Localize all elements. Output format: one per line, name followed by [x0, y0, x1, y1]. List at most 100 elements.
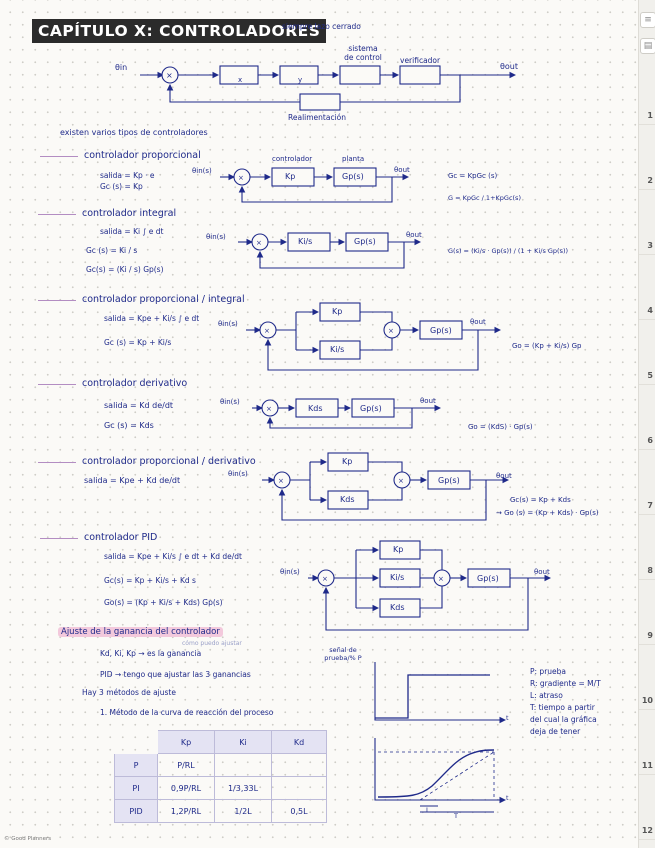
table-header-cell: Ki	[214, 730, 272, 754]
pi-block-kp: Kp	[332, 307, 343, 316]
prop-block-kp: Kp	[285, 172, 296, 181]
table-cell: 1/2L	[214, 799, 272, 823]
pd-result-1: Gc(s) = Kp + Kds	[510, 496, 571, 504]
heading-integral: controlador integral	[37, 208, 177, 219]
heading-derivativo: controlador derivativo	[37, 378, 188, 389]
svg-text:x: x	[238, 76, 242, 84]
pid-in: θin(s)	[280, 568, 300, 576]
prop-tag-plant: planta	[342, 155, 365, 163]
notebook-page: CAPÍTULO X: CONTROLADORES siempre lazo c…	[0, 0, 638, 848]
svg-text:y: y	[298, 76, 302, 84]
legend-line: del cual la gráfica	[530, 715, 597, 724]
footer-credit: © Good Planners	[4, 836, 52, 842]
pid-eq1: salida = Kpe + Ki/s ∫ e dt + Kd de/dt	[104, 552, 242, 561]
table-cell: 1,2P/RL	[157, 799, 215, 823]
tuning-heading: Ajuste de la ganancia del controlador	[58, 627, 223, 637]
feedback-label: Realimentación	[288, 113, 347, 122]
graph-axis-t1: t	[506, 714, 509, 722]
svg-text:×: ×	[438, 575, 444, 583]
legend-line: L: atraso	[530, 691, 563, 700]
tab-label: 2	[647, 176, 653, 185]
legend-line: T: tiempo a partir	[530, 703, 595, 712]
svg-text:×: ×	[238, 174, 244, 182]
block-verificador: verificador	[400, 56, 441, 65]
pi-eq2: Gc (s) = Kp + Ki/s	[104, 338, 172, 347]
heading-pi: controlador proporcional / integral	[38, 294, 245, 305]
table-row: PID 1,2P/RL 1/2L 0,5L	[114, 799, 327, 823]
table-cell	[271, 753, 327, 777]
deriv-block-gp: Gp(s)	[360, 404, 382, 413]
tab-label: 6	[647, 436, 653, 445]
block-sistema-control: sistema de control	[344, 44, 382, 62]
page-title: CAPÍTULO X: CONTROLADORES	[32, 19, 327, 43]
table-cell	[271, 776, 327, 800]
tab-label: 1	[647, 111, 653, 120]
table-header-row: Kp Ki Kd	[115, 730, 327, 754]
prop-result-2: G = KpGc / 1+KpGc(s)	[448, 194, 521, 202]
main-output-label: θout	[500, 62, 518, 71]
table-row: P P/RL	[114, 753, 327, 777]
tuning-table: Kp Ki Kd P P/RL PI 0,9P/RL 1/3,33L PID 1…	[114, 730, 327, 823]
prop-in: θin(s)	[192, 167, 212, 175]
pi-in: θin(s)	[218, 320, 238, 328]
tuning-line-1: Kd, Ki, Kp → es la ganancia	[100, 649, 202, 658]
tab-2[interactable]: 2	[639, 125, 655, 190]
tab-6[interactable]: 6	[639, 385, 655, 450]
pid-block-kp: Kp	[393, 545, 404, 554]
tab-5[interactable]: 5	[639, 320, 655, 385]
menu-icon[interactable]: ≡	[640, 12, 655, 28]
graph-axis-t2: t	[506, 794, 509, 802]
pd-block-kp: Kp	[342, 457, 353, 466]
tuning-legend: P: prueba R: gradiente = M/T L: atraso T…	[530, 666, 601, 738]
tab-11[interactable]: 11	[639, 710, 655, 775]
prop-eq1: salida = Kp · e	[100, 171, 155, 180]
tab-7[interactable]: 7	[639, 450, 655, 515]
graph-label: señal de prueba/% P	[324, 646, 362, 662]
pid-eq3: Go(s) = (Kp + Ki/s + Kds) Gp(s)	[104, 598, 223, 607]
intro-text: existen varios tipos de controladores	[60, 128, 208, 137]
pd-block-kds: Kds	[340, 495, 355, 504]
tab-12[interactable]: 12	[639, 775, 655, 840]
svg-text:×: ×	[278, 477, 284, 485]
tab-1[interactable]: 1	[639, 60, 655, 125]
tab-3[interactable]: 3	[639, 190, 655, 255]
pi-block-gp: Gp(s)	[430, 326, 452, 335]
svg-text:×: ×	[264, 327, 270, 335]
svg-text:×: ×	[322, 575, 328, 583]
tab-label: 11	[641, 761, 653, 770]
tab-label: 4	[647, 306, 653, 315]
tab-10[interactable]: 10	[639, 645, 655, 710]
pi-block-ki: Ki/s	[330, 345, 345, 354]
legend-line: deja de tener	[530, 727, 581, 736]
deriv-result: Go = (KdS) · Gp(s)	[468, 423, 533, 431]
tab-8[interactable]: 8	[639, 515, 655, 580]
graph-mark-l: L	[426, 806, 430, 814]
main-input-label: θin	[115, 63, 128, 72]
tab-label: 8	[647, 566, 653, 575]
integ-block-gp: Gp(s)	[354, 237, 376, 246]
svg-text:×: ×	[388, 327, 394, 335]
table-cell: P	[114, 753, 158, 777]
integ-result: G(s) = (Ki/s · Gp(s)) / (1 + Ki/s Gp(s))	[448, 247, 569, 255]
deriv-eq2: Gc (s) = Kds	[104, 421, 154, 430]
tab-9[interactable]: 9	[639, 580, 655, 645]
tab-label: 3	[647, 241, 653, 250]
table-cell	[214, 753, 272, 777]
deriv-out: θout	[420, 397, 436, 405]
subtitle: siempre lazo cerrado	[282, 22, 361, 31]
table-header-cell: Kd	[271, 730, 327, 754]
heading-pd: controlador proporcional / derivativo	[38, 456, 256, 467]
table-cell: 0,9P/RL	[157, 776, 215, 800]
integ-eq3: Gc(s) = (Ki / s) Gp(s)	[86, 265, 164, 274]
pd-block-gp: Gp(s)	[438, 476, 460, 485]
pi-result: Go = (Kp + Ki/s) Gp	[512, 342, 582, 350]
prop-eq2: Gc (s) = Kp	[100, 182, 143, 191]
svg-text:×: ×	[266, 405, 272, 413]
tab-4[interactable]: 4	[639, 255, 655, 320]
page-icon[interactable]: ▤	[640, 38, 655, 54]
table-header-cell: Kp	[157, 730, 215, 754]
prop-result-1: Gc = KpGc (s)	[448, 172, 498, 180]
deriv-eq1: salida = Kd de/dt	[104, 401, 174, 410]
table-cell: PI	[114, 776, 158, 800]
integ-out: θout	[406, 231, 422, 239]
